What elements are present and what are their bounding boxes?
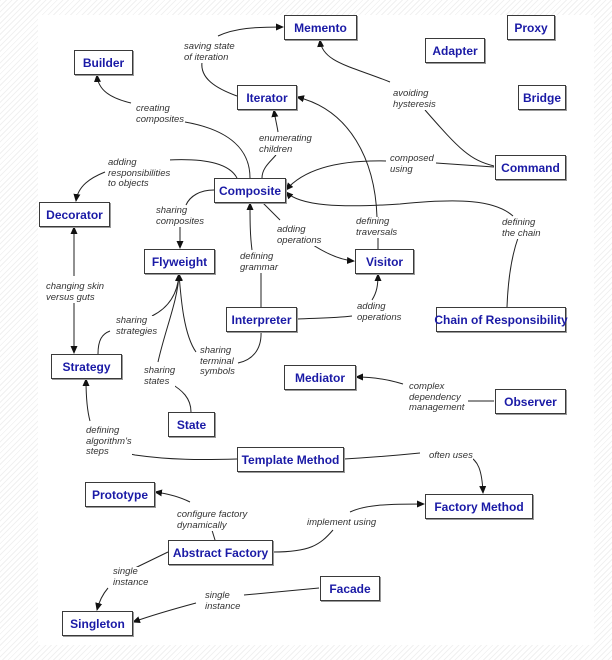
edge-interpreter-flyweight-a bbox=[237, 330, 262, 364]
label-defining-grammar: defining grammar bbox=[240, 251, 279, 273]
label-enumerating-children: enumerating children bbox=[259, 133, 312, 155]
label-saving-state: saving state of iteration bbox=[184, 41, 235, 63]
label-avoiding-hysteresis: avoiding hysteresis bbox=[393, 88, 436, 110]
edge-af-singleton-a bbox=[134, 551, 169, 569]
edge-composite-flyweight-a bbox=[185, 189, 215, 206]
label-single-instance-facade: single instance bbox=[205, 590, 241, 612]
edge-state-flyweight-b bbox=[157, 273, 183, 363]
label-often-uses: often uses bbox=[429, 450, 473, 462]
pattern-mediator[interactable]: Mediator bbox=[284, 365, 356, 390]
edge-state-flyweight-a bbox=[169, 382, 192, 413]
label-composed-using: composed using bbox=[390, 153, 434, 175]
edge-af-singleton-b bbox=[95, 587, 109, 611]
pattern-composite[interactable]: Composite bbox=[214, 178, 286, 203]
edge-template-factory-b bbox=[467, 455, 487, 494]
edge-command-composite-b bbox=[285, 160, 387, 191]
pattern-facade[interactable]: Facade bbox=[320, 576, 380, 601]
edge-af-factory-b bbox=[349, 500, 425, 513]
edge-chain-composite-a bbox=[506, 237, 519, 308]
edge-interpreter-visitor-a bbox=[296, 315, 353, 320]
label-sharing-strategies: sharing strategies bbox=[116, 315, 158, 337]
label-adding-operations-interpreter: adding operations bbox=[357, 301, 402, 323]
edge-strategy-flyweight-b bbox=[151, 273, 183, 317]
edge-composite-iterator-a bbox=[261, 154, 277, 179]
pattern-proxy[interactable]: Proxy bbox=[507, 15, 555, 40]
edge-composite-iterator-b bbox=[271, 109, 279, 133]
pattern-abstract-factory[interactable]: Abstract Factory bbox=[168, 540, 273, 565]
edge-facade-singleton-a bbox=[243, 587, 320, 596]
pattern-memento[interactable]: Memento bbox=[284, 15, 357, 40]
edge-command-memento-a bbox=[424, 109, 495, 167]
edge-visitor-iterator-b bbox=[296, 95, 378, 218]
label-sharing-states: sharing states bbox=[144, 365, 176, 387]
label-sharing-terminal-symbols: sharing terminal symbols bbox=[200, 345, 235, 378]
edge-composite-decorator-b bbox=[73, 171, 106, 202]
label-defining-the-chain: defining the chain bbox=[502, 217, 541, 239]
label-adding-operations-visitor: adding operations bbox=[277, 224, 322, 246]
edge-observer-mediator-b bbox=[355, 373, 404, 385]
label-single-instance-af: single instance bbox=[113, 566, 149, 588]
pattern-template-method[interactable]: Template Method bbox=[237, 447, 344, 472]
pattern-iterator[interactable]: Iterator bbox=[237, 85, 297, 110]
edge-interpreter-visitor-b bbox=[371, 273, 382, 301]
label-creating-composites: creating composites bbox=[136, 103, 185, 125]
edge-composite-builder-b bbox=[93, 74, 132, 104]
pattern-observer[interactable]: Observer bbox=[495, 389, 566, 414]
pattern-builder[interactable]: Builder bbox=[74, 50, 133, 75]
pattern-bridge[interactable]: Bridge bbox=[518, 85, 566, 110]
edge-strategy-flyweight-a bbox=[97, 330, 111, 355]
pattern-decorator[interactable]: Decorator bbox=[39, 202, 110, 227]
pattern-flyweight[interactable]: Flyweight bbox=[144, 249, 215, 274]
edge-af-factory-a bbox=[272, 529, 334, 553]
edge-template-strategy-b bbox=[82, 378, 91, 422]
pattern-singleton[interactable]: Singleton bbox=[62, 611, 133, 636]
edge-af-prototype-b bbox=[154, 489, 191, 503]
edge-composite-visitor-a bbox=[261, 201, 281, 221]
edge-composite-builder-a bbox=[184, 121, 251, 179]
pattern-chain-of-responsibility[interactable]: Chain of Responsibility bbox=[434, 307, 568, 332]
label-defining-traversals: defining traversals bbox=[356, 216, 398, 238]
pattern-adapter[interactable]: Adapter bbox=[425, 38, 485, 63]
label-changing-skin: changing skin versus guts bbox=[46, 281, 105, 303]
pattern-command[interactable]: Command bbox=[495, 155, 566, 180]
label-implement-using: implement using bbox=[307, 517, 377, 529]
label-adding-responsibilities: adding responsibilities to objects bbox=[108, 157, 171, 190]
pattern-state[interactable]: State bbox=[168, 412, 215, 437]
label-configure-factory: configure factory dynamically bbox=[177, 509, 248, 531]
edge-composite-decorator-a bbox=[167, 159, 238, 179]
edge-iterator-memento-arrow bbox=[217, 23, 284, 37]
edge-facade-singleton-b bbox=[132, 602, 197, 623]
label-complex-dependency: complex dependency management bbox=[409, 381, 465, 414]
pattern-strategy[interactable]: Strategy bbox=[51, 354, 122, 379]
pattern-visitor[interactable]: Visitor bbox=[355, 249, 414, 274]
edge-template-factory-a bbox=[343, 452, 421, 460]
edge-command-memento-b bbox=[317, 39, 391, 83]
label-defining-algorithm-steps: defining algorithm's steps bbox=[86, 425, 132, 458]
edge-iterator-memento bbox=[201, 61, 238, 97]
edge-chain-composite-b bbox=[285, 191, 514, 217]
edge-command-composite-a bbox=[435, 162, 495, 168]
pattern-prototype[interactable]: Prototype bbox=[85, 482, 155, 507]
edge-interpreter-composite-b bbox=[246, 202, 254, 251]
pattern-interpreter[interactable]: Interpreter bbox=[226, 307, 297, 332]
pattern-factory-method[interactable]: Factory Method bbox=[425, 494, 533, 519]
edge-interpreter-flyweight-b bbox=[176, 273, 197, 353]
label-sharing-composites: sharing composites bbox=[156, 205, 205, 227]
